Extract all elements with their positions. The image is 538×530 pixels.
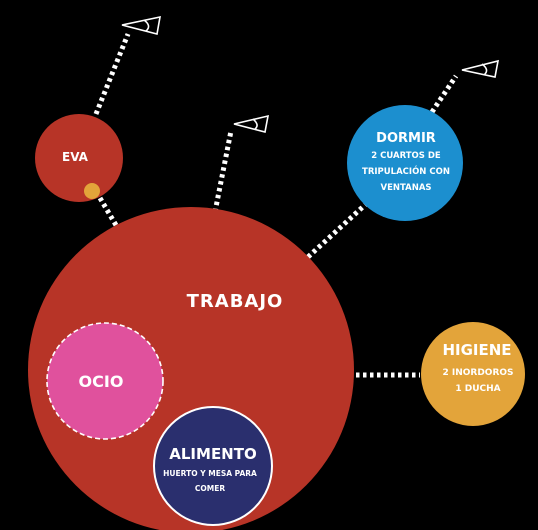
eva-title: EVA [62,150,89,164]
window-icon [461,59,500,78]
alimento-module [153,406,273,526]
alimento-detail-line1: HUERTO Y MESA PARA [163,469,257,478]
trabajo-title: TRABAJO [187,291,284,312]
higiene-module [421,322,525,426]
ocio-module [46,322,164,440]
dormir-title: DORMIR [376,131,436,146]
connector-trabajo-dormir [306,202,368,259]
window-icon [233,114,270,133]
higiene-detail-line1: 2 INORDOROS [442,368,513,378]
window-icon [121,15,161,35]
alimento-title: ALIMENTO [169,445,256,463]
dormir-detail-line1: 2 CUARTOS DE [371,151,441,161]
dormir-detail-line3: VENTANAS [380,183,431,193]
connectors [93,33,459,378]
ocio-title: OCIO [79,372,124,391]
alimento-detail-line2: COMER [195,484,225,493]
dormir-detail-line2: TRIPULACIÓN CON [362,165,450,177]
eva-marker-dot [84,183,100,199]
eva-module [35,114,123,202]
higiene-detail-line2: 1 DUCHA [455,384,500,394]
trabajo-module [28,207,354,530]
dormir-module [347,105,463,221]
connector-dormir-window [429,74,459,114]
higiene-title: HIGIENE [442,341,511,359]
connector-trabajo-window [212,130,234,213]
connector-eva-window [93,33,131,115]
